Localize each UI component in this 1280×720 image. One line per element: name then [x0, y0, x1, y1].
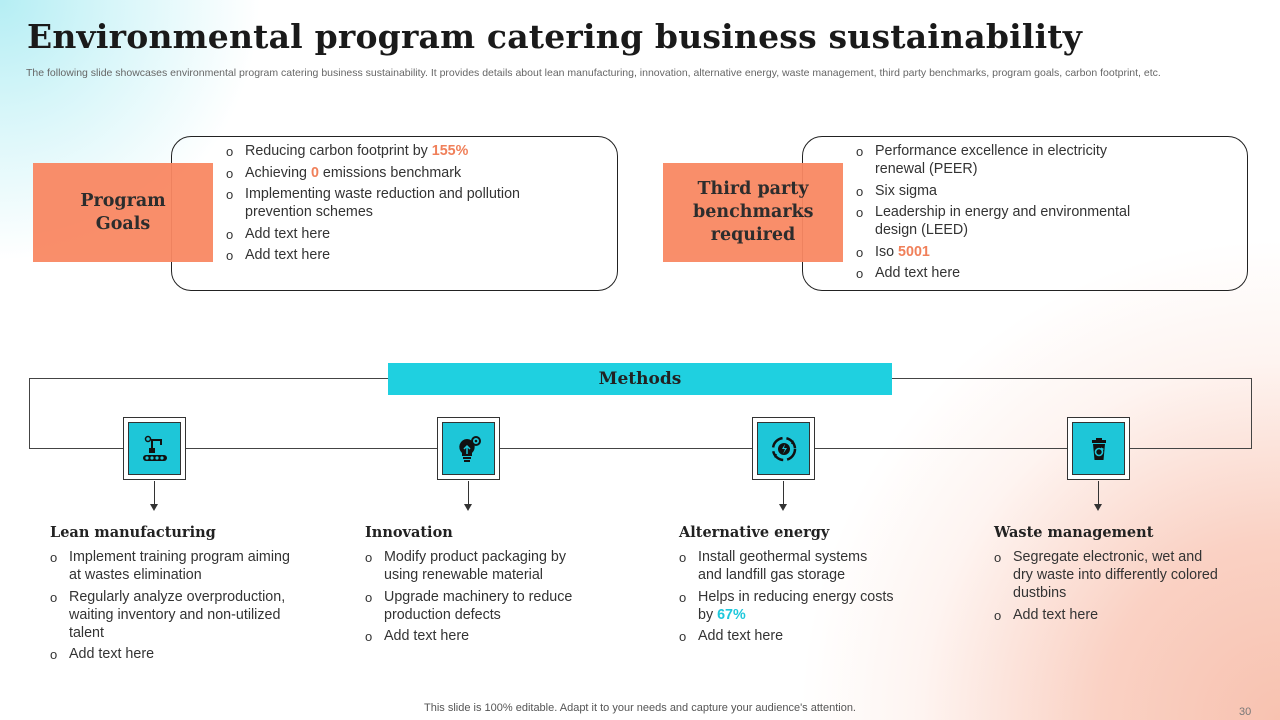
lean-manufacturing-arrow: [150, 481, 158, 511]
list-item: Iso 5001: [856, 243, 1146, 262]
lean-manufacturing-heading: Lean manufacturing: [50, 524, 216, 541]
waste-management-heading: Waste management: [994, 524, 1154, 541]
alternative-energy-heading: Alternative energy: [679, 524, 830, 541]
list-item: Add text here: [50, 645, 295, 664]
program-goals-list: Reducing carbon footprint by 155% Achiev…: [226, 142, 576, 268]
innovation-list: Modify product packaging by using renewa…: [365, 548, 595, 649]
lean-manufacturing-list: Implement training program aiming at was…: [50, 548, 295, 667]
innovation-icon-box: [437, 417, 500, 480]
slide-footer: This slide is 100% editable. Adapt it to…: [424, 702, 856, 714]
list-item: Reducing carbon footprint by 155%: [226, 142, 576, 161]
list-item: Install geothermal systems and landfill …: [679, 548, 894, 584]
list-item: Upgrade machinery to reduce production d…: [365, 588, 595, 624]
list-item: Add text here: [226, 225, 576, 244]
renewable-energy-cycle-icon: [771, 436, 796, 461]
benchmarks-label: Third party benchmarks required: [693, 179, 814, 245]
benchmarks-tag: Third party benchmarks required: [663, 163, 843, 262]
list-item: Add text here: [994, 606, 1224, 625]
list-item: Implement training program aiming at was…: [50, 548, 295, 584]
lightbulb-gear-icon: [458, 435, 481, 462]
list-item: Six sigma: [856, 182, 1146, 201]
list-item: Add text here: [856, 264, 1146, 283]
benchmarks-list: Performance excellence in electricity re…: [856, 142, 1146, 286]
innovation-arrow: [464, 481, 472, 511]
methods-header: Methods: [388, 363, 892, 395]
conveyor-robot-arm-icon: [142, 435, 167, 461]
innovation-heading: Innovation: [365, 524, 453, 541]
list-item: Add text here: [365, 627, 595, 646]
list-item: Implementing waste reduction and polluti…: [226, 185, 576, 221]
list-item: Add text here: [679, 627, 894, 646]
methods-label: Methods: [598, 369, 682, 389]
waste-management-list: Segregate electronic, wet and dry waste …: [994, 548, 1224, 627]
lean-manufacturing-icon-box: [123, 417, 186, 480]
waste-management-icon-box: [1067, 417, 1130, 480]
list-item: Helps in reducing energy costs by 67%: [679, 588, 894, 624]
program-goals-label: Program Goals: [80, 190, 166, 234]
alternative-energy-icon-box: [752, 417, 815, 480]
waste-management-arrow: [1094, 481, 1102, 511]
list-item: Leadership in energy and environmental d…: [856, 203, 1146, 239]
list-item: Segregate electronic, wet and dry waste …: [994, 548, 1224, 602]
recycle-bin-icon: [1091, 437, 1106, 460]
program-goals-tag: Program Goals: [33, 163, 213, 262]
list-item: Modify product packaging by using renewa…: [365, 548, 595, 584]
list-item: Performance excellence in electricity re…: [856, 142, 1146, 178]
list-item: Achieving 0 emissions benchmark: [226, 164, 576, 183]
page-number: 30: [1239, 706, 1252, 718]
list-item: Add text here: [226, 246, 576, 265]
alternative-energy-list: Install geothermal systems and landfill …: [679, 548, 894, 649]
list-item: Regularly analyze overproduction, waitin…: [50, 588, 295, 642]
alternative-energy-arrow: [779, 481, 787, 511]
slide-title: Environmental program catering business …: [27, 17, 1083, 56]
slide-subtitle: The following slide showcases environmen…: [26, 67, 1161, 79]
